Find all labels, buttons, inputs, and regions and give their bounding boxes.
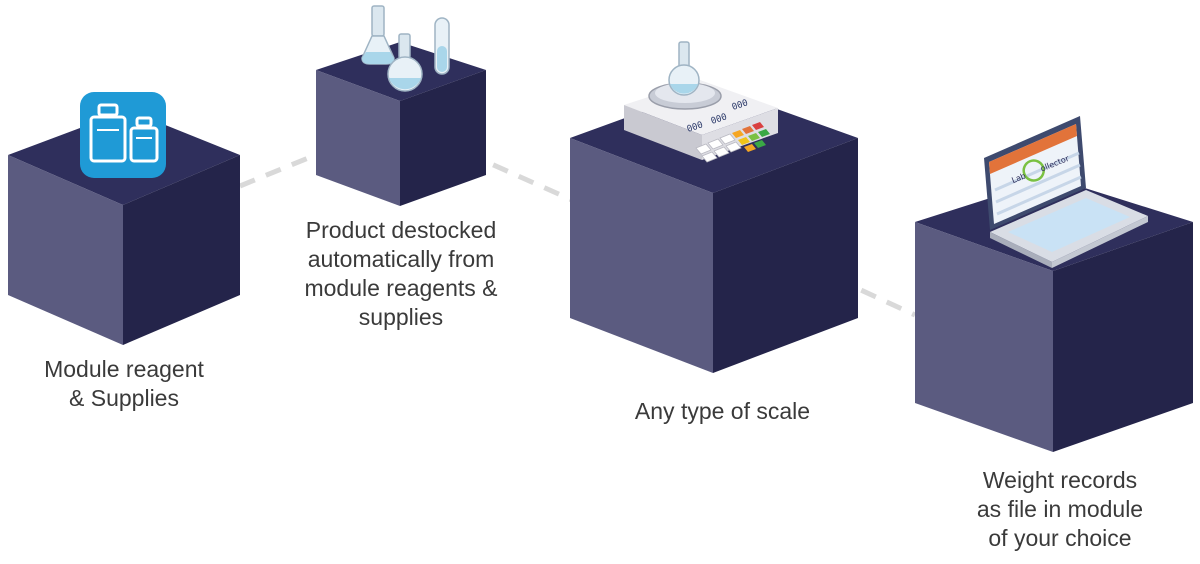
caption-module-reagent: Module reagent& Supplies <box>44 356 204 411</box>
cube-2-right-face <box>400 70 486 206</box>
caption-any-scale: Any type of scale <box>634 398 811 424</box>
cube-1-left-face <box>8 155 123 345</box>
cube-1-right-face <box>123 155 240 345</box>
cube-4-left-face <box>915 222 1053 452</box>
cube-4-right-face <box>1053 222 1193 452</box>
scale-display-3: 000 <box>731 98 750 113</box>
cube-3-right-face <box>713 138 858 373</box>
connector-1-2 <box>239 137 353 189</box>
connector-2-3 <box>440 139 574 203</box>
scale-display: 000 000 000 <box>686 98 750 135</box>
cube-weight-records <box>915 178 1193 452</box>
scale-display-1: 000 <box>686 120 705 135</box>
cube-3-left-face <box>570 138 713 373</box>
cube-2-left-face <box>316 70 400 206</box>
reagent-module-app-icon <box>80 92 166 178</box>
lab-glassware-icon <box>361 5 450 92</box>
scale-display-2: 000 <box>710 112 729 127</box>
scale-keypad <box>695 122 770 163</box>
lab-scale-icon: 000 000 000 <box>624 41 778 163</box>
laptop-labcollector-icon: Lab ollector <box>984 116 1148 268</box>
